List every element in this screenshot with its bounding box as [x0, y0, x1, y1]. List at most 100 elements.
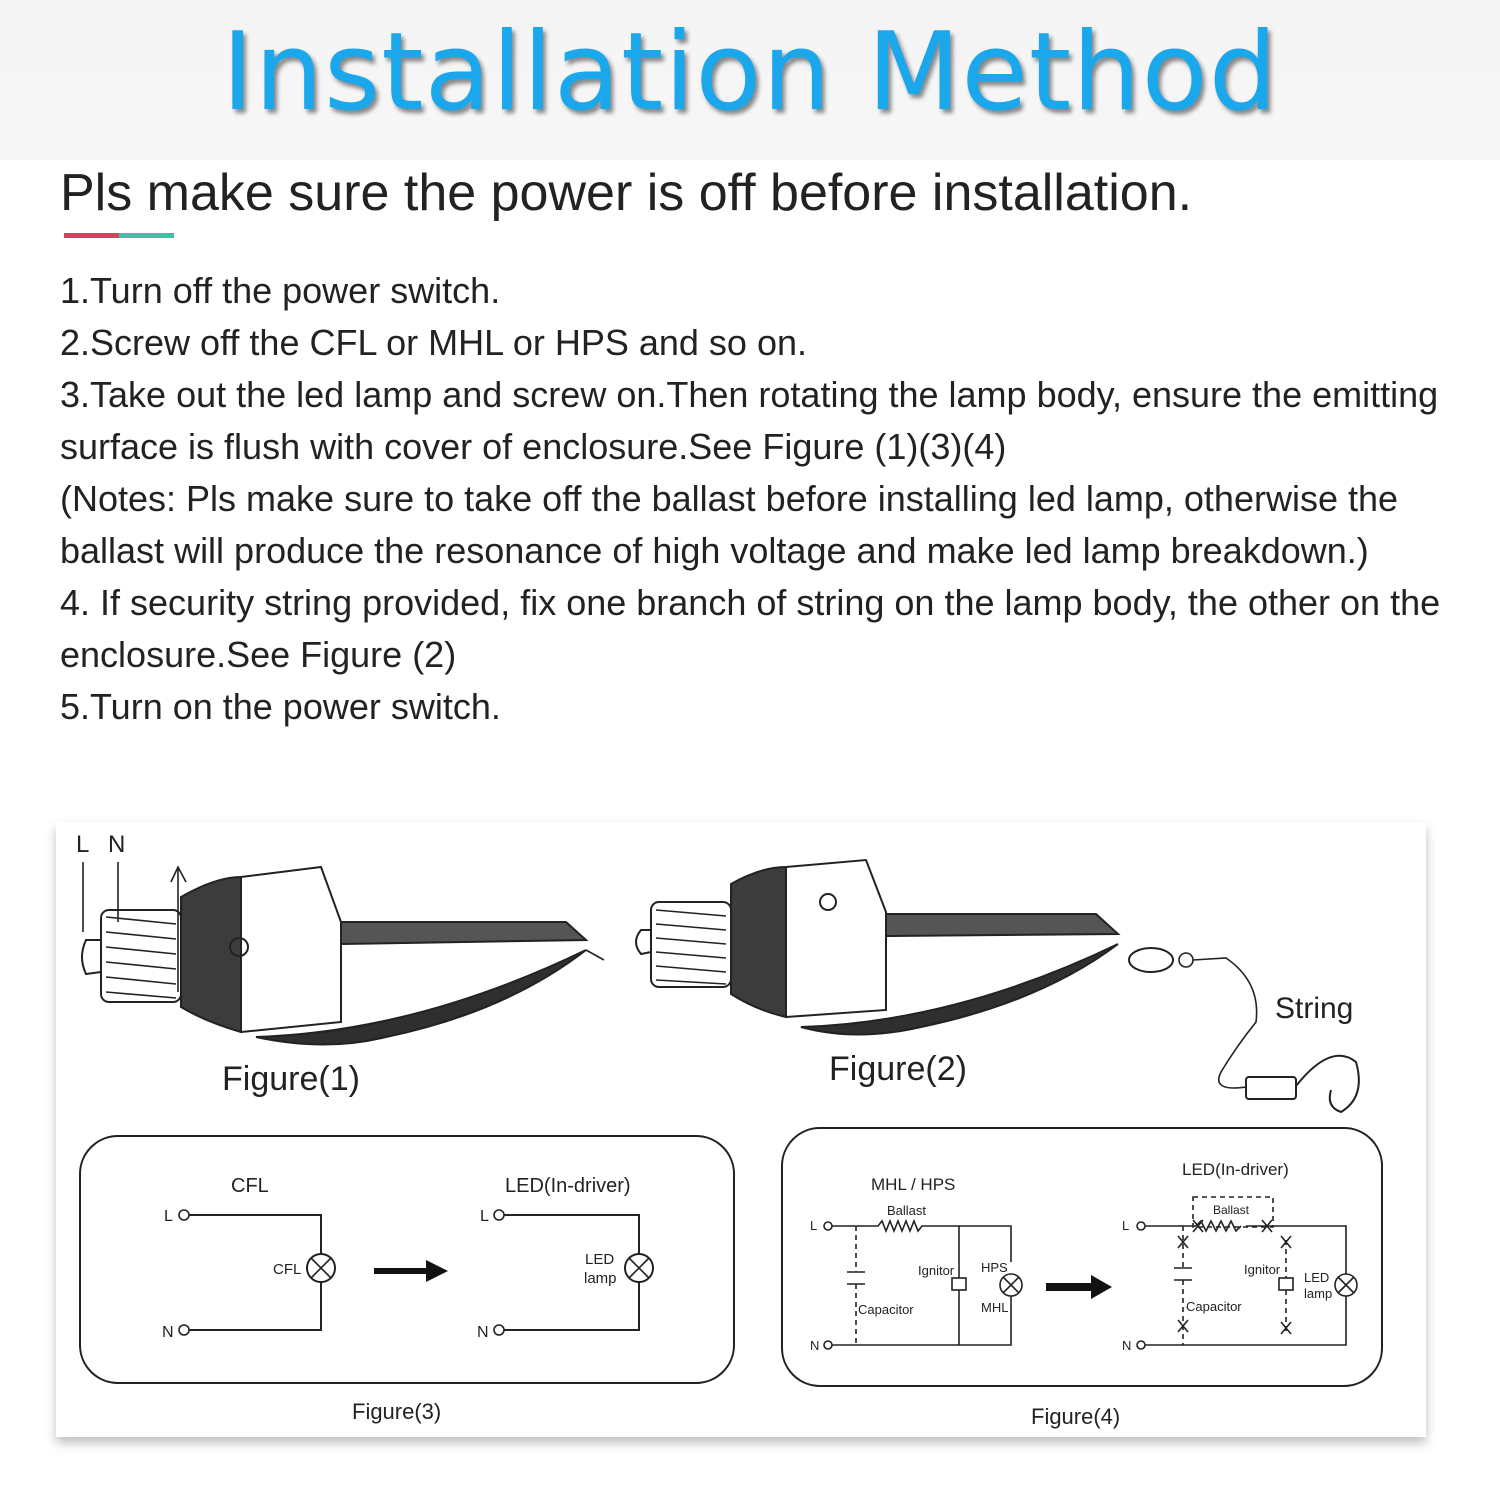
- fig4-right-l-terminal: [1136, 1221, 1146, 1231]
- fig4-top-wire: [959, 1225, 1012, 1262]
- figure-1-lamp-illustration: L N Figure(1): [76, 831, 605, 1098]
- fig3-n-terminal: [178, 1324, 190, 1336]
- fig4-n-terminal: [823, 1340, 833, 1350]
- fig1-terminal-l: L: [76, 831, 89, 858]
- figure-1-caption: Figure(1): [222, 1060, 360, 1098]
- figure-2-lamp-illustration: String Figure(2): [635, 858, 1360, 1114]
- step-5: 5.Turn on the power switch.: [60, 686, 501, 727]
- step-2: 2.Screw off the CFL or MHL or HPS and so…: [60, 322, 807, 363]
- fig4-arrow-icon: [1046, 1275, 1112, 1299]
- fig4-removed-ballast-box: [1192, 1196, 1274, 1228]
- fig4-led-lamp-x: [1337, 1276, 1355, 1294]
- step-3: 3.Take out the led lamp and screw on.The…: [60, 374, 1439, 467]
- page-subtitle: Pls make sure the power is off before in…: [60, 164, 1193, 222]
- fig3-n-label: N: [162, 1324, 174, 1341]
- fig2-housing: [785, 858, 887, 1018]
- step-1: 1.Turn off the power switch.: [60, 270, 501, 311]
- accent-bar-red: [64, 233, 119, 238]
- fig2-base-tip: [635, 929, 652, 956]
- fig4-capacitor: [847, 1271, 865, 1285]
- fig3-right-wire-bottom: [504, 1282, 640, 1331]
- step-4: 4. If security string provided, fix one …: [60, 582, 1441, 675]
- fig3-l-label: L: [164, 1208, 173, 1225]
- fig3-left-wire-bottom: [189, 1282, 322, 1331]
- fig3-right-wire-top: [504, 1214, 640, 1254]
- fig2-string-line: [1192, 957, 1258, 1089]
- fig2-thread-lines: [655, 909, 727, 985]
- fig4-led-lamp-label-2: lamp: [1304, 1286, 1332, 1301]
- fig4-ballast-label: Ballast: [887, 1203, 926, 1218]
- fig2-string-label: String: [1275, 992, 1353, 1025]
- fig3-led-lamp-label-1: LED: [585, 1251, 614, 1268]
- fig3-left-title: CFL: [231, 1175, 269, 1197]
- fig4-cut-marks-capacitor: [1177, 1235, 1189, 1333]
- fig3-cfl-lamp-label: CFL: [273, 1261, 301, 1278]
- fig4-ballast-coil: [832, 1218, 960, 1262]
- fig4-n-label: N: [810, 1338, 819, 1353]
- fig3-l-terminal: [178, 1209, 190, 1221]
- fig4-right-n-label: N: [1122, 1338, 1131, 1353]
- fig1-thread-lines: [105, 916, 177, 999]
- fig4-bottom-wire: [832, 1296, 1012, 1346]
- installation-steps: 1.Turn off the power switch. 2.Screw off…: [60, 265, 1460, 733]
- fig3-right-n-terminal: [493, 1324, 505, 1336]
- fig3-right-l-terminal: [493, 1209, 505, 1221]
- fig3-left-wire-top: [189, 1214, 322, 1254]
- fig4-ignitor-label: Ignitor: [918, 1263, 955, 1278]
- fig4-l-label: L: [810, 1218, 817, 1233]
- figure-3-wiring-diagram: CFL L CFL N LED(In-driver) L LED lamp N …: [79, 1135, 735, 1424]
- fig4-mhl-label: MHL: [981, 1300, 1008, 1315]
- fig4-capacitor-label: Capacitor: [858, 1302, 914, 1317]
- header-band: [0, 0, 1500, 160]
- fig1-blade: [255, 949, 587, 1046]
- fig3-right-title: LED(In-driver): [505, 1175, 631, 1197]
- fig4-right-ignitor: [1278, 1277, 1294, 1291]
- fig1-screw-hole: [229, 937, 249, 957]
- figure-panel: L N Figure(1) String Fig: [56, 822, 1426, 1437]
- fig2-screw-hole: [819, 893, 837, 911]
- fig1-base-tip: [81, 939, 102, 976]
- fig2-end-hook: [1295, 1054, 1360, 1114]
- fig4-right-capacitor: [1174, 1267, 1192, 1281]
- fig3-arrow-icon: [374, 1260, 448, 1282]
- fig3-cfl-lamp-x: [310, 1257, 332, 1279]
- fig4-frame: [781, 1127, 1383, 1387]
- fig4-right-ignitor-label: Ignitor: [1244, 1262, 1281, 1277]
- figures-svg: L N Figure(1) String Fig: [76, 831, 1383, 1429]
- fig4-led-lamp-label-1: LED: [1304, 1270, 1329, 1285]
- fig2-snap-hook: [1128, 947, 1174, 973]
- fig3-right-n-label: N: [477, 1324, 489, 1341]
- fig4-hps-lamp-x: [1002, 1276, 1020, 1294]
- fig4-cut-marks-top: [1192, 1219, 1273, 1233]
- figure-4-caption: Figure(4): [1031, 1404, 1120, 1429]
- fig2-swivel: [1178, 952, 1194, 968]
- fig4-right-n-terminal: [1136, 1340, 1146, 1350]
- fig4-right-l-label: L: [1122, 1218, 1129, 1233]
- figure-4-wiring-diagram: MHL / HPS Ballast L Ignitor HPS MHL Capa…: [781, 1127, 1383, 1429]
- fig4-right-title: LED(In-driver): [1182, 1160, 1289, 1179]
- fig1-housing: [240, 865, 342, 1033]
- fig2-heatsink: [730, 865, 787, 1019]
- fig3-frame: [79, 1135, 735, 1384]
- fig1-rotate-arrow: [170, 865, 187, 992]
- fig4-cut-marks-ignitor: [1280, 1235, 1292, 1335]
- fig1-terminal-n: N: [108, 831, 125, 858]
- fig1-heatsink: [180, 875, 242, 1034]
- fig2-string-lock: [1245, 1076, 1297, 1100]
- fig3-led-lamp-label-2: lamp: [584, 1270, 617, 1287]
- accent-bar: [64, 233, 174, 238]
- figure-3-caption: Figure(3): [352, 1399, 441, 1424]
- fig4-left-title: MHL / HPS: [871, 1175, 955, 1194]
- fig4-right-capacitor-label: Capacitor: [1186, 1299, 1242, 1314]
- accent-bar-green: [119, 233, 174, 238]
- fig1-fins: [340, 921, 589, 946]
- fig4-right-top-wire: [1145, 1219, 1347, 1274]
- fig3-led-lamp-x: [628, 1257, 650, 1279]
- fig1-blade-edge: [585, 949, 605, 961]
- fig4-right-bottom-wire: [1145, 1296, 1347, 1346]
- fig2-blade: [800, 943, 1119, 1036]
- fig4-hps-label: HPS: [981, 1260, 1008, 1275]
- page-title: Installation Method: [221, 10, 1279, 135]
- fig4-ignitor: [951, 1277, 967, 1291]
- fig2-fins: [885, 913, 1121, 938]
